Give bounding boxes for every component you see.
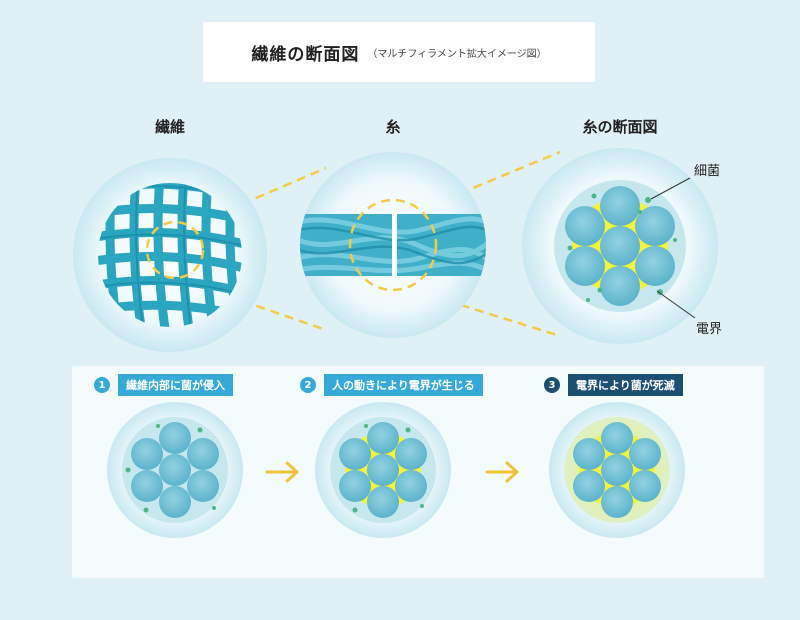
- fiber-circle: [73, 158, 267, 352]
- step-number-badge: 1: [94, 377, 110, 393]
- step-label: 電界により菌が死滅: [568, 374, 683, 396]
- callout-field: 電界: [696, 322, 723, 337]
- column-label-cross-section: 糸の断面図: [582, 118, 658, 136]
- step1-diagram: [107, 402, 243, 538]
- step-header-1: 1 繊維内部に菌が侵入: [94, 374, 233, 396]
- step-number-badge: 3: [544, 377, 560, 393]
- step-number-badge: 2: [300, 377, 316, 393]
- arrow-icon: [485, 461, 519, 483]
- page-title: 繊維の断面図: [251, 44, 360, 65]
- step3-diagram: [549, 402, 685, 538]
- filaments: [565, 186, 675, 306]
- step-header-3: 3 電界により菌が死滅: [544, 374, 683, 396]
- callout-bacteria: 細菌: [694, 164, 721, 179]
- step-header-2: 2 人の動きにより電界が生じる: [300, 374, 483, 396]
- step-label: 人の動きにより電界が生じる: [324, 374, 483, 396]
- page-subtitle: （マルチフィラメント拡大イメージ図）: [367, 48, 547, 60]
- column-label-fiber: 繊維: [154, 118, 185, 136]
- bacteria-dots: [567, 193, 677, 302]
- arrow-icon: [265, 461, 299, 483]
- cross-section-circle: [522, 148, 718, 344]
- title-box: 繊維の断面図 （マルチフィラメント拡大イメージ図）: [203, 22, 595, 82]
- column-label-yarn: 糸: [385, 118, 401, 136]
- step2-diagram: [315, 402, 451, 538]
- step-label: 繊維内部に菌が侵入: [118, 374, 233, 396]
- yarn-circle: [300, 152, 486, 338]
